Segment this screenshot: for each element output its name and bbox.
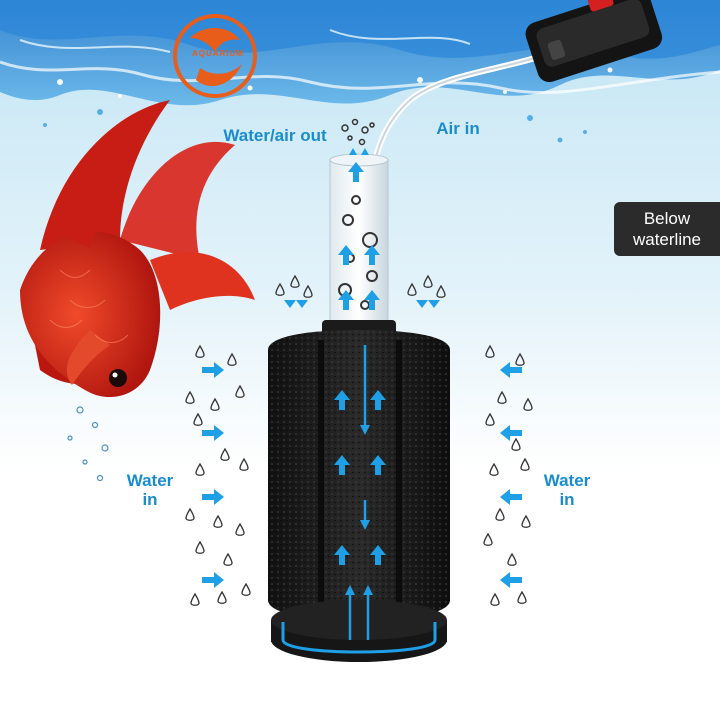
- output-bubbles: [341, 118, 375, 146]
- badge-line2: waterline: [632, 230, 702, 249]
- side-top-arrows: [284, 300, 440, 308]
- tube-up-arrows: [338, 162, 380, 310]
- water-in-left-label: Water in: [120, 471, 180, 509]
- right-droplets: [483, 345, 533, 606]
- below-waterline-badge: Below waterline: [614, 202, 720, 256]
- water-in-right-line1: Water: [543, 471, 591, 490]
- water-air-out-label: Water/air out: [223, 126, 327, 145]
- water-in-left-line1: Water: [126, 471, 174, 490]
- water-in-right-label: Water in: [537, 471, 597, 509]
- right-inflow-arrows: [500, 362, 522, 588]
- air-in-label: Air in: [436, 119, 480, 138]
- left-droplets: [185, 345, 251, 606]
- water-in-right-line2: in: [559, 490, 575, 509]
- left-inflow-arrows: [202, 362, 224, 588]
- water-in-left-line2: in: [142, 490, 158, 509]
- logo-text: AQUARIUM: [192, 49, 244, 58]
- sponge-up-arrows: [334, 390, 386, 565]
- fish-logo-icon: [173, 14, 257, 98]
- brand-logo: [160, 8, 270, 108]
- badge-line1: Below: [643, 209, 691, 228]
